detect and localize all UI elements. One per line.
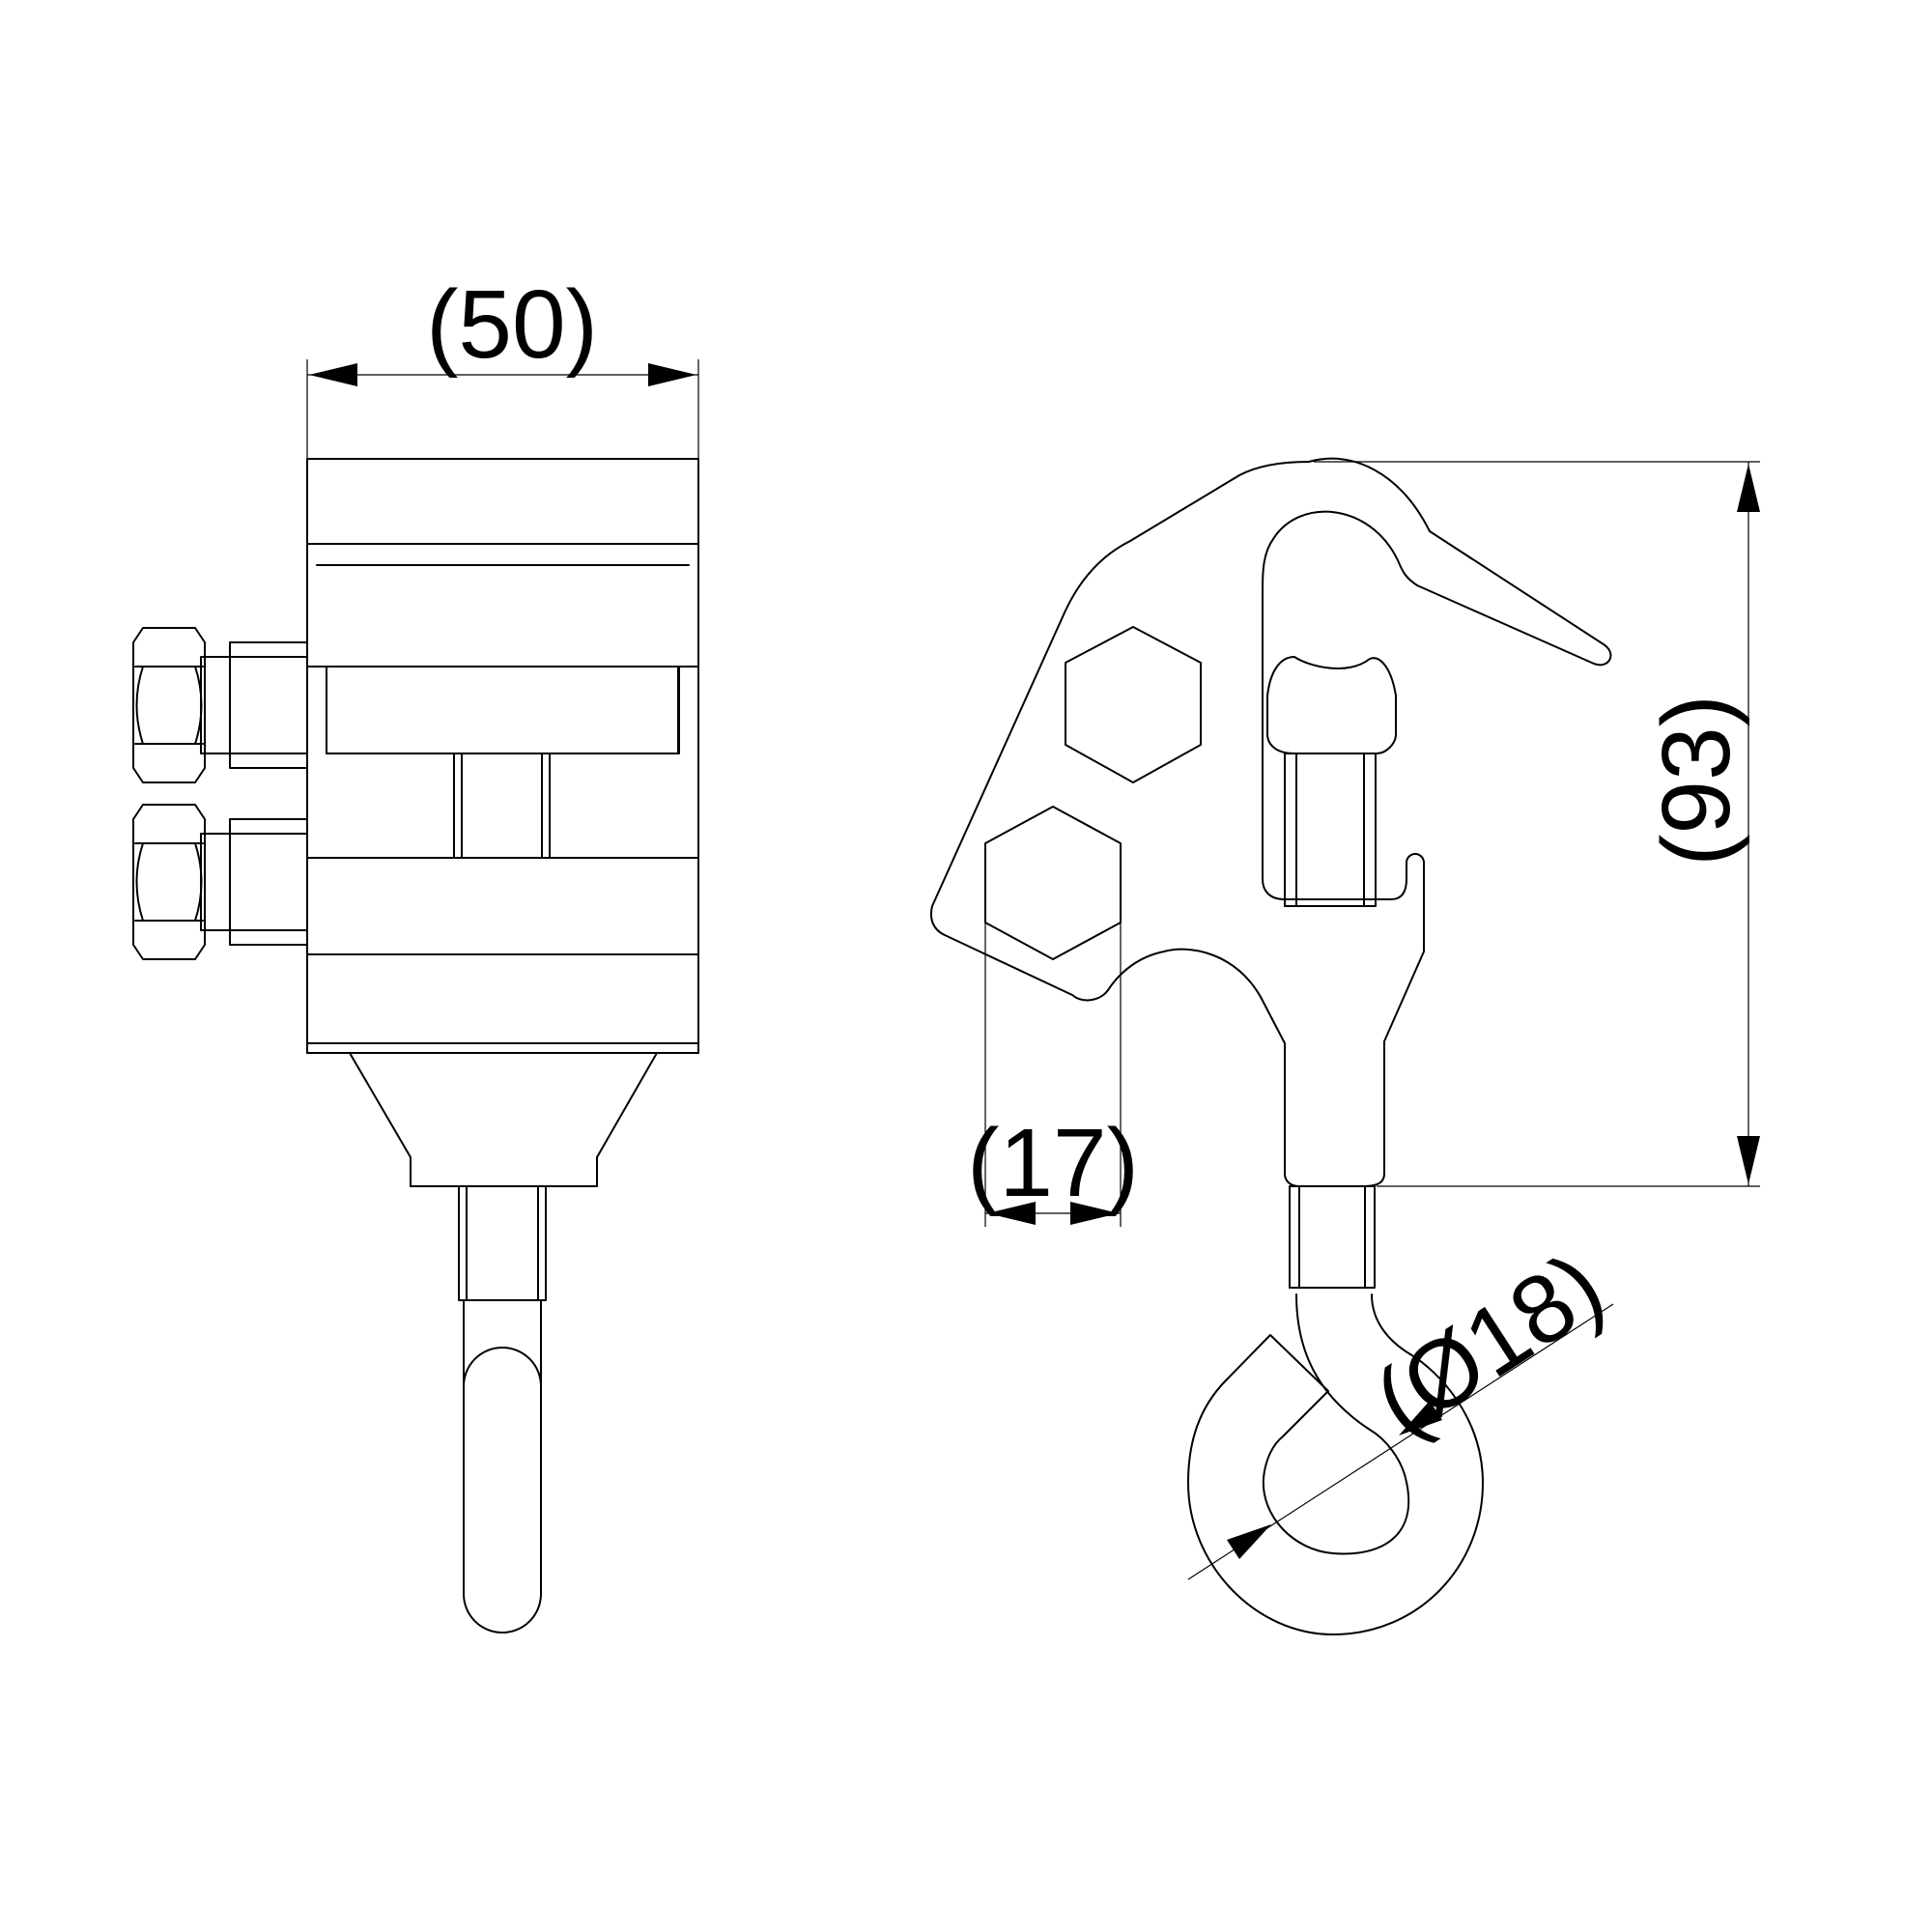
- hook: [1187, 1185, 1484, 1635]
- dim-arrow-left: [309, 363, 357, 386]
- dim-arrow-hex-right: [1070, 1202, 1119, 1225]
- side-nut-lower: [132, 804, 308, 960]
- diameter-label: (Ø18): [1356, 1232, 1622, 1457]
- hex-head-lower: [984, 806, 1122, 960]
- hook-body: [1187, 1293, 1484, 1635]
- dim-arrow-dia-inner: [1399, 1401, 1442, 1435]
- slot-insert: [1266, 656, 1397, 907]
- dim-arrow-hex-left: [987, 1202, 1036, 1225]
- width-dimension: (50): [306, 270, 699, 459]
- side-view: (17) (Ø18) (93): [929, 457, 1760, 1635]
- clamp-body: [306, 458, 699, 1054]
- width-label: (50): [426, 270, 598, 379]
- side-nut-upper: [132, 627, 308, 783]
- dim-arrow-bottom: [1737, 1136, 1760, 1184]
- center-bolt: [453, 753, 551, 859]
- height-dimension: (93): [1314, 461, 1760, 1187]
- clamp-plate-outline: [929, 457, 1612, 1187]
- swivel-base: [306, 1052, 699, 1634]
- front-view: (50): [132, 270, 699, 1634]
- hex-dimension: (17): [967, 923, 1139, 1227]
- hex-label: (17): [967, 1109, 1139, 1217]
- dim-arrow-dia-outer: [1227, 1524, 1271, 1559]
- dim-arrow-right: [648, 363, 696, 386]
- diameter-dimension: (Ø18): [1187, 1232, 1622, 1580]
- height-label: (93): [1642, 695, 1750, 867]
- hex-head-upper: [1065, 626, 1202, 783]
- dim-arrow-top: [1737, 464, 1760, 512]
